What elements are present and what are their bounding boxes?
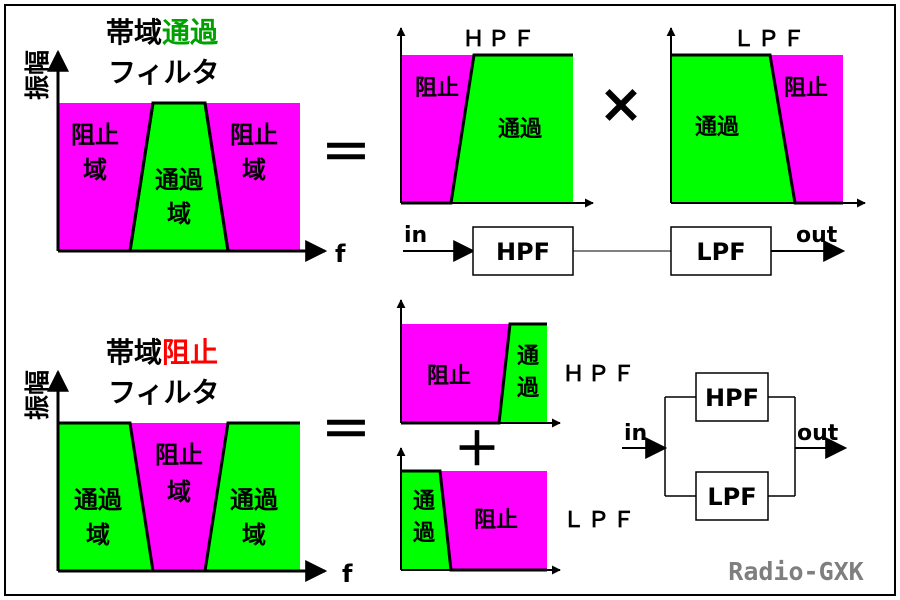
bottom-block-lpf-box xyxy=(695,471,769,521)
bottom-lpf-stop-label: 阻止 xyxy=(474,508,518,533)
bottom-hpf-label: ＨＰＦ xyxy=(562,362,637,387)
top-block-out-label: out xyxy=(796,223,838,248)
bottom-pass-right-label-2: 域 xyxy=(242,521,266,549)
top-equals-sign: ＝ xyxy=(321,124,371,182)
outer-frame xyxy=(4,4,896,596)
top-pass-center-label-1: 通過 xyxy=(155,166,204,194)
bottom-hpf-pass-area xyxy=(499,324,547,423)
bottom-hpf-pass-label-2: 過 xyxy=(517,375,540,401)
bottom-equals-sign: ＝ xyxy=(321,401,371,459)
top-block-lpf-box xyxy=(670,226,772,276)
top-y-axis-label: 振幅 xyxy=(23,50,52,100)
bottom-block-out-label: out xyxy=(797,421,839,446)
top-lpf-stop-label: 阻止 xyxy=(784,76,828,101)
bottom-hpf-pass-label-1: 通 xyxy=(517,344,539,369)
top-title: 帯域通過 xyxy=(106,16,219,49)
top-multiply-sign: × xyxy=(598,72,643,135)
bottom-stop-center-area xyxy=(130,423,228,571)
top-bandpass-section: f 振幅 帯域通過 フィルタ 阻止 域 通過 域 阻止 域 ＝ ＨＰＦ 阻止 通… xyxy=(23,16,866,276)
bottom-hpf-stop-label: 阻止 xyxy=(427,364,471,389)
bottom-pass-left-label-2: 域 xyxy=(86,521,110,549)
bottom-lpf-pass-label-2: 過 xyxy=(413,520,436,546)
top-lpf-pass-label: 通過 xyxy=(695,114,740,140)
bottom-pass-left-label-1: 通過 xyxy=(74,486,123,514)
top-title-line2: フィルタ xyxy=(108,56,219,89)
bottom-lpf-pass-area xyxy=(401,471,451,570)
top-block-hpf-box xyxy=(472,226,574,276)
bottom-block-lpf-label: LPF xyxy=(707,483,756,511)
top-hpf-stop-label: 阻止 xyxy=(415,76,459,101)
top-stop-right-label-2: 域 xyxy=(242,156,266,184)
watermark: Radio-GXK xyxy=(728,557,863,586)
top-hpf-pass-label: 通過 xyxy=(498,116,543,142)
bottom-x-axis-label: f xyxy=(342,560,353,588)
bottom-block-hpf-box xyxy=(695,372,769,422)
top-hpf-label: ＨＰＦ xyxy=(462,27,537,52)
top-block-lpf-label: LPF xyxy=(696,238,745,266)
bottom-stop-center-label-1: 阻止 xyxy=(155,441,203,469)
bottom-stop-center-label-2: 域 xyxy=(167,478,191,506)
bottom-lpf-label: ＬＰＦ xyxy=(562,508,637,533)
top-pass-center-label-2: 域 xyxy=(167,200,191,228)
top-x-axis-label: f xyxy=(335,240,346,268)
bottom-pass-right-label-1: 通過 xyxy=(230,486,279,514)
top-block-hpf-label: HPF xyxy=(496,238,550,266)
top-lpf-pass-area xyxy=(671,55,795,203)
top-lpf-label: ＬＰＦ xyxy=(732,27,807,52)
top-stop-left-label-1: 阻止 xyxy=(71,121,119,149)
top-stop-right-label-1: 阻止 xyxy=(230,121,278,149)
bottom-title: 帯域阻止 xyxy=(106,336,218,369)
top-stop-left-label-2: 域 xyxy=(83,156,107,184)
bottom-title-line2: フィルタ xyxy=(108,376,219,409)
bottom-block-hpf-label: HPF xyxy=(705,384,759,412)
bottom-bandstop-section: f 振幅 帯域阻止 フィルタ 通過 域 阻止 域 通過 域 ＝ 阻止 通 過 Ｈ… xyxy=(23,299,848,588)
bottom-plus-sign: ＋ xyxy=(454,422,500,476)
bottom-lpf-pass-label-1: 通 xyxy=(413,489,435,514)
top-block-in-label: in xyxy=(404,223,427,248)
bottom-block-in-label: in xyxy=(624,421,647,446)
bottom-y-axis-label: 振幅 xyxy=(23,370,52,420)
